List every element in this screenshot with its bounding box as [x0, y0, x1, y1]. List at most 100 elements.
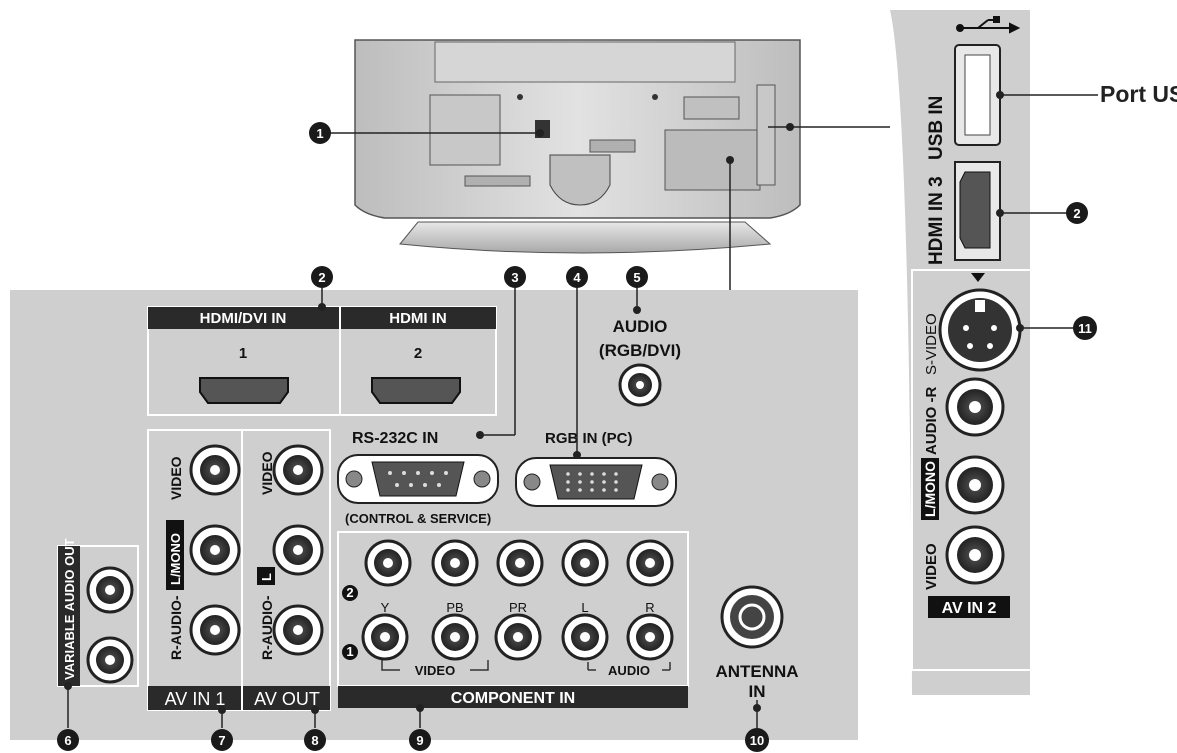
- av-out-r-audio-label: R-AUDIO-: [259, 595, 275, 660]
- component2-r-port[interactable]: [626, 539, 674, 587]
- variable-audio-out-label: VARIABLE AUDIO OUT: [62, 538, 77, 680]
- component1-pr-port[interactable]: [494, 613, 542, 661]
- side-lmono-label: L/MONO: [922, 461, 938, 517]
- av-in-1-lmono-badge: [166, 520, 184, 590]
- callout-1-number: 1: [316, 126, 323, 141]
- component-row2-number: 2: [346, 585, 353, 600]
- av-out-l-badge: [257, 567, 275, 585]
- callout-2-side: 2: [1066, 202, 1088, 224]
- hdmi-in-3-label: HDMI IN 3: [926, 176, 947, 265]
- hdmi-dvi-in-header: HDMI/DVI IN: [200, 310, 287, 327]
- av-out-l-label: L: [259, 573, 274, 581]
- rgb-in-pc-label: RGB IN (PC): [545, 430, 633, 447]
- component-audio-label: AUDIO: [608, 663, 650, 678]
- port-usb-label: Port USB: [1100, 81, 1177, 107]
- antenna-line2-label: IN: [749, 682, 766, 701]
- s-video-port[interactable]: [938, 288, 1022, 372]
- control-service-label: (CONTROL & SERVICE): [345, 511, 491, 526]
- av-in-1-video-port[interactable]: [189, 444, 241, 496]
- variable-audio-out-r-port[interactable]: [86, 636, 134, 684]
- av-in-1-audio-r-port[interactable]: [189, 604, 241, 656]
- callout-2-main-number: 2: [318, 270, 325, 285]
- component-in-label: COMPONENT IN: [451, 690, 575, 707]
- rgb-in-pc-port[interactable]: [515, 457, 677, 507]
- hdmi-group: HDMI/DVI IN HDMI IN 1 2: [147, 306, 497, 416]
- callout-4-number: 4: [573, 270, 581, 285]
- callout-9-number: 9: [416, 733, 423, 748]
- component1-l-port[interactable]: [561, 613, 609, 661]
- side-video-port[interactable]: [945, 525, 1005, 585]
- callout-10: 10: [745, 728, 769, 752]
- hdmi-1-number: 1: [239, 345, 247, 362]
- component2-pb-port[interactable]: [431, 539, 479, 587]
- hdmi3-port[interactable]: [954, 161, 1001, 261]
- av-in-1-audio-l-port[interactable]: [189, 524, 241, 576]
- hdmi-in-header: HDMI IN: [389, 310, 447, 327]
- main-panel: [10, 290, 858, 740]
- component-pr-label: PR: [509, 600, 527, 615]
- component-y-label: Y: [381, 600, 390, 615]
- rs-232c-label: RS-232C IN: [352, 430, 438, 447]
- component2-y-port[interactable]: [364, 539, 412, 587]
- callout-10-number: 10: [750, 733, 764, 748]
- av-out-video-port[interactable]: [272, 444, 324, 496]
- usb-icon: [956, 16, 1021, 34]
- callout-3: 3: [504, 266, 526, 288]
- callout-11-number: 11: [1078, 321, 1092, 336]
- av-out-audio-r-port[interactable]: [272, 604, 324, 656]
- av-out-label: AV OUT: [254, 689, 320, 709]
- av-out-audio-l-port[interactable]: [272, 524, 324, 576]
- callout-8: 8: [304, 729, 326, 751]
- component2-pr-port[interactable]: [496, 539, 544, 587]
- hdmi-2-number: 2: [414, 345, 422, 362]
- callout-1: 1: [309, 122, 331, 144]
- callout-dots: [64, 123, 1024, 714]
- component2-l-port[interactable]: [561, 539, 609, 587]
- usb-in-label: USB IN: [926, 96, 947, 160]
- usb-callout-dot: [996, 91, 1004, 99]
- av-in-2-box: [911, 269, 1039, 671]
- hdmi-1-port[interactable]: [199, 377, 289, 404]
- rs-232c-port[interactable]: [337, 454, 499, 504]
- variable-audio-out-l-port[interactable]: [86, 566, 134, 614]
- av-in-1-video-label: VIDEO: [168, 456, 184, 500]
- av-in-1-label: AV IN 1: [165, 689, 226, 709]
- antenna-in-port[interactable]: [720, 585, 784, 649]
- callout-2-side-number: 2: [1073, 206, 1080, 221]
- av-in-2-badge: [928, 596, 1010, 618]
- tv-back-illustration: [354, 39, 801, 254]
- callout-5-number: 5: [633, 270, 640, 285]
- audio-rgb-dvi-port[interactable]: [618, 363, 662, 407]
- component1-y-port[interactable]: [361, 613, 409, 661]
- component-pb-label: PB: [446, 600, 463, 615]
- hdmi-2-port[interactable]: [371, 377, 461, 404]
- indicator-arrow-icon: [971, 273, 985, 282]
- callout-7-number: 7: [218, 733, 225, 748]
- variable-audio-out-group: VARIABLE AUDIO OUT: [57, 538, 139, 687]
- av-in-1-r-audio-label: R-AUDIO-: [168, 595, 184, 660]
- av-in-2-label: AV IN 2: [942, 600, 997, 617]
- av-out-video-label: VIDEO: [259, 451, 275, 495]
- side-audio-r-port[interactable]: [945, 377, 1005, 437]
- usb-port[interactable]: [954, 44, 1001, 146]
- callout-3-number: 3: [511, 270, 518, 285]
- side-video-label: VIDEO: [923, 543, 940, 590]
- component-r-label: R: [645, 600, 654, 615]
- component-in-group: COMPONENT IN Y PB PR L R VIDEO AUDIO 2 1: [337, 531, 689, 708]
- component1-pb-port[interactable]: [431, 613, 479, 661]
- antenna-line1-label: ANTENNA: [715, 662, 798, 681]
- callout-4: 4: [566, 266, 588, 288]
- av-group: AV IN 1 AV OUT VIDEO L/MONO R-AUDIO- VID…: [147, 429, 331, 711]
- callout-9: 9: [409, 729, 431, 751]
- callout-11: 11: [1073, 316, 1097, 340]
- av-in-1-lmono-label: L/MONO: [168, 533, 183, 585]
- side-panel: USB IN HDMI IN 3 S-VIDEO: [890, 10, 1039, 695]
- side-audio-r-label: AUDIO -R: [923, 387, 940, 455]
- s-video-label: S-VIDEO: [923, 313, 940, 375]
- component1-r-port[interactable]: [626, 613, 674, 661]
- callout-8-number: 8: [311, 733, 318, 748]
- component-row1-number: 1: [346, 644, 353, 659]
- callout-6: 6: [57, 729, 79, 751]
- side-audio-l-port[interactable]: [945, 455, 1005, 515]
